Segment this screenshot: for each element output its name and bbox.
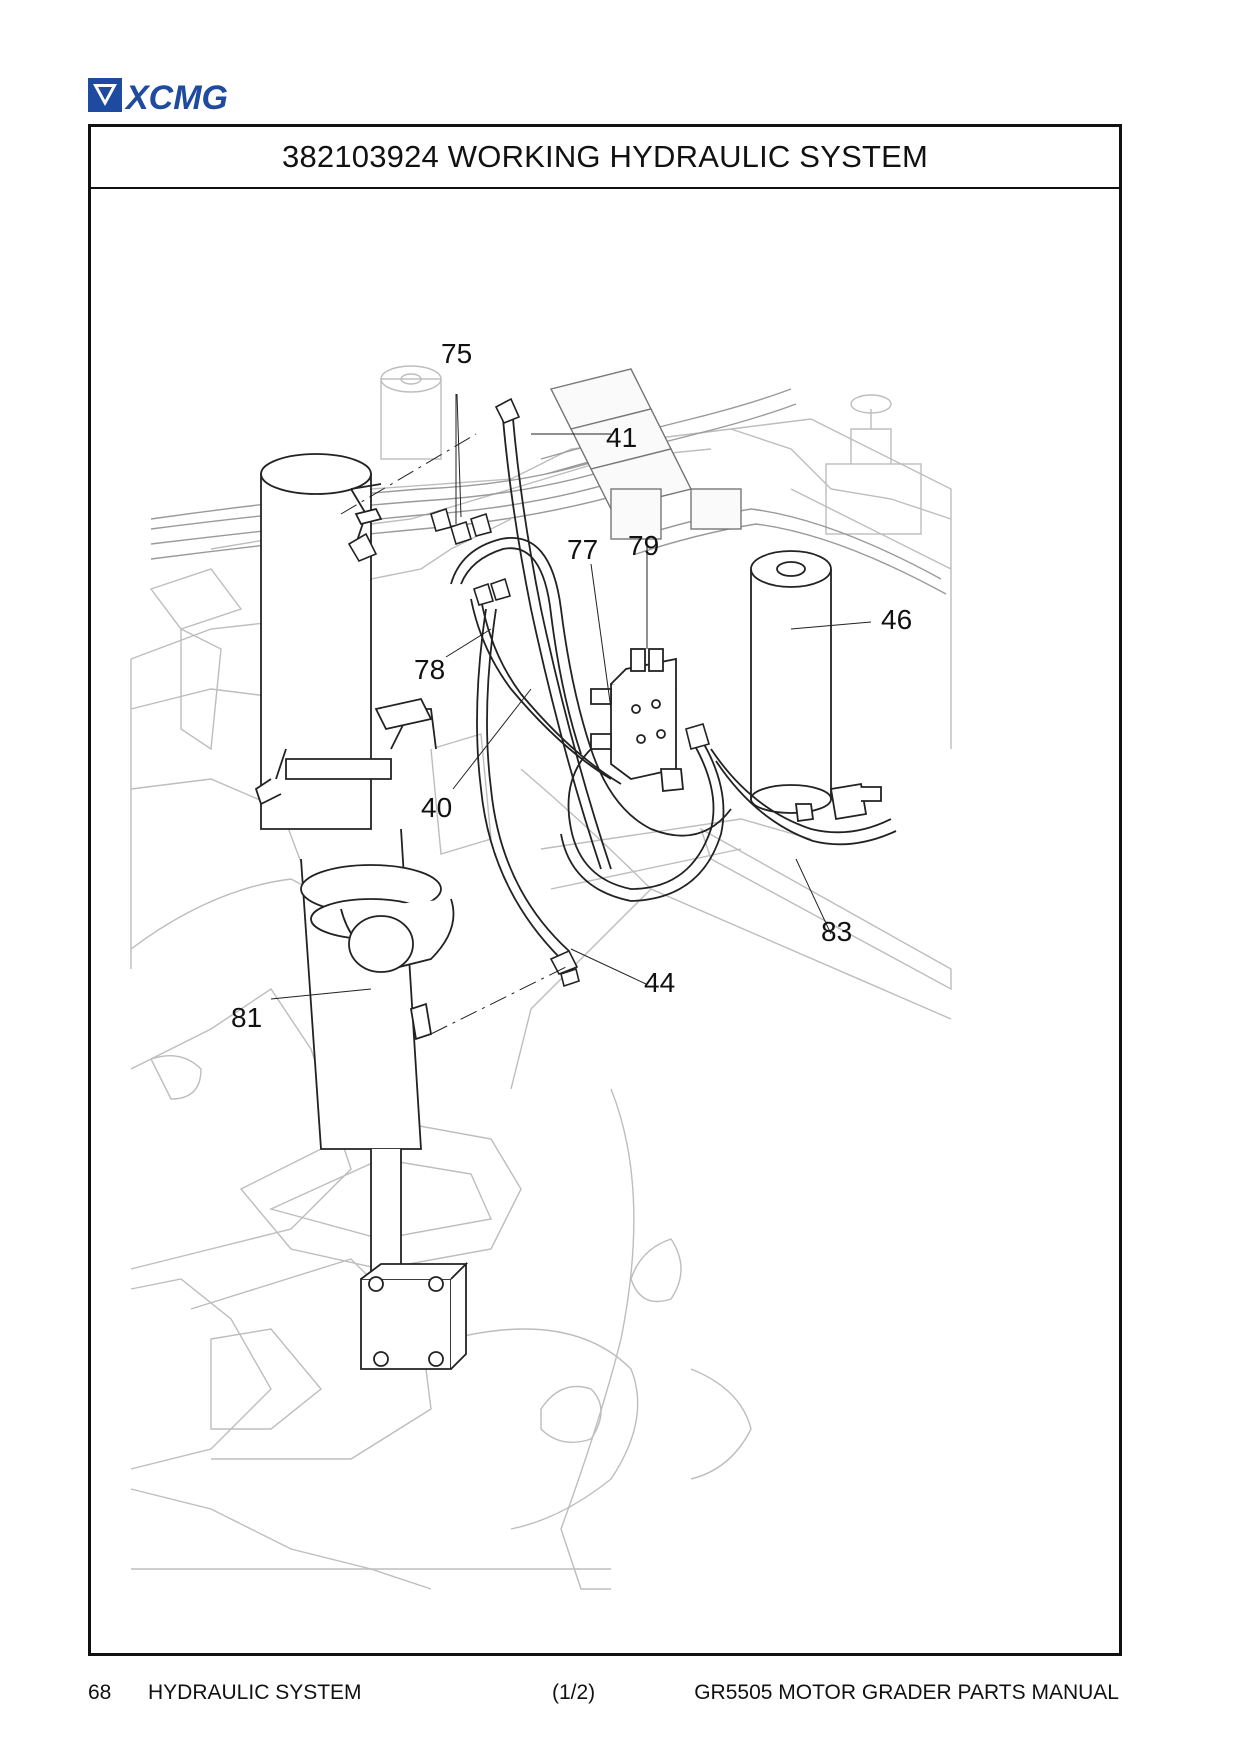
brand-name: XCMG (124, 79, 228, 114)
sheet-indicator: (1/2) (552, 1681, 596, 1704)
callout-79: 79 (628, 530, 659, 561)
callout-labels: 75 41 77 79 46 78 40 83 44 81 (231, 338, 912, 1033)
machine-frame-background (130, 365, 952, 1590)
callout-83: 83 (821, 916, 852, 947)
callout-41: 41 (606, 422, 637, 453)
leader-lines (270, 393, 872, 1000)
hydraulic-cylinder-81 (254, 453, 469, 1370)
page-number: 68 (88, 1681, 112, 1704)
section-name: HYDRAULIC SYSTEM (148, 1681, 362, 1704)
xcmg-logo: XCMG (88, 78, 228, 114)
center-lines (340, 433, 567, 1035)
valve-bank (549, 368, 742, 540)
drawing-frame: 382103924 WORKING HYDRAULIC SYSTEM (88, 124, 1122, 1656)
callout-75: 75 (441, 338, 472, 369)
valve-block (590, 648, 684, 792)
callout-77: 77 (567, 534, 598, 565)
fittings (347, 397, 711, 988)
hoses (450, 418, 897, 960)
callout-46: 46 (881, 604, 912, 635)
manual-title: GR5505 MOTOR GRADER PARTS MANUAL (694, 1681, 1119, 1704)
callout-81: 81 (231, 1002, 262, 1033)
callout-40: 40 (421, 792, 452, 823)
exploded-view-drawing: 75 41 77 79 46 78 40 83 44 81 (130, 338, 952, 1590)
accumulator-46 (750, 550, 882, 823)
page-title: 382103924 WORKING HYDRAULIC SYSTEM (282, 139, 928, 174)
callout-44: 44 (644, 967, 675, 998)
title-bar: 382103924 WORKING HYDRAULIC SYSTEM (91, 127, 1119, 189)
callout-78: 78 (414, 654, 445, 685)
